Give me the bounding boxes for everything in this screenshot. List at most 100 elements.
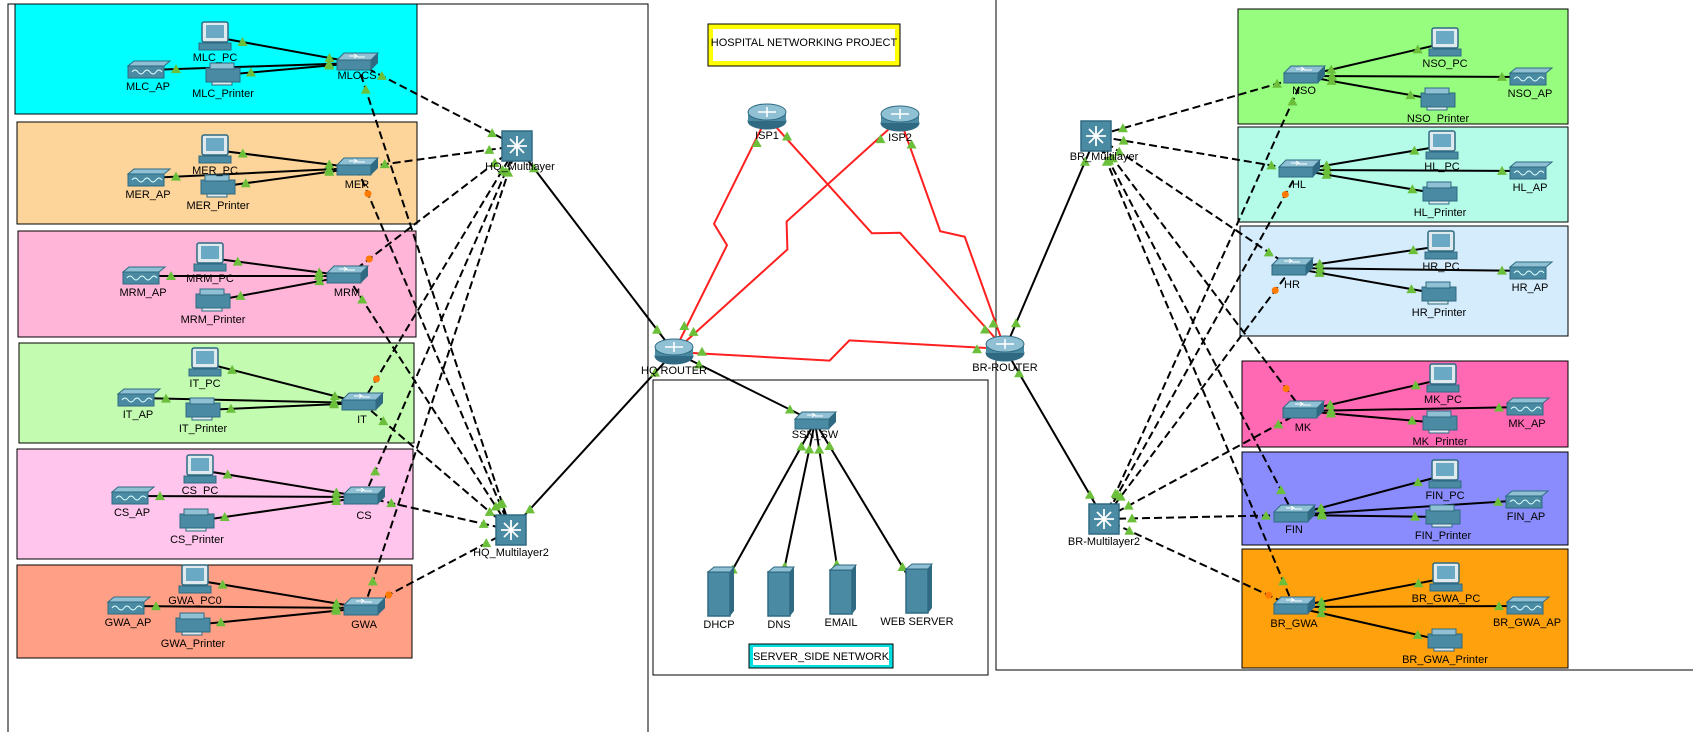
cs-ap-ap-icon[interactable]	[110, 486, 156, 505]
mlc-pr-printer-icon[interactable]	[205, 62, 241, 86]
mlc-sw-switch-icon[interactable]	[335, 52, 380, 71]
device-label: MER_AP	[125, 189, 170, 201]
link-status-indicator	[804, 444, 815, 454]
it-sw-switch-icon[interactable]	[340, 392, 385, 411]
it-pc-pc-icon[interactable]	[188, 347, 222, 377]
mk-pr-printer-icon[interactable]	[1422, 410, 1458, 434]
gwa-pr-printer-icon[interactable]	[175, 612, 211, 636]
hr-ap-ap-icon[interactable]	[1508, 261, 1554, 280]
link-status-indicator	[1265, 591, 1273, 599]
labels-layer: MLC_PCMLC_APMLC_PrinterMLOCSMER_PCMER_AP…	[105, 52, 1561, 666]
fin-ap-ap-icon[interactable]	[1504, 490, 1550, 509]
cs-sw-switch-icon[interactable]	[342, 486, 387, 505]
mlc-pc-pc-icon[interactable]	[198, 21, 232, 51]
mer-sw-switch-icon[interactable]	[335, 157, 380, 176]
link-nso-pr-nso-sw	[1303, 75, 1439, 101]
link-mk-pr-mk-sw	[1302, 410, 1441, 424]
device-label: HQ_Multilayer	[485, 161, 555, 173]
mrm-pr-printer-icon[interactable]	[195, 288, 231, 312]
link-cs-ap-cs-sw	[131, 495, 365, 498]
nso-pc-pc-icon[interactable]	[1428, 27, 1462, 57]
mk-ap-ap-icon[interactable]	[1505, 397, 1551, 416]
mer-pr-printer-icon[interactable]	[200, 174, 236, 198]
br-ml1-multilayer-icon[interactable]	[1080, 120, 1112, 152]
hl-pr-printer-icon[interactable]	[1422, 181, 1458, 205]
device-label: MRM_AP	[119, 287, 166, 299]
link-mk-ap-mk-sw	[1302, 406, 1528, 412]
fin-pc-pc-icon[interactable]	[1428, 459, 1462, 489]
link-status-indicator	[232, 256, 243, 266]
hq-r-router-icon[interactable]	[654, 338, 694, 365]
cs-pc-pc-icon[interactable]	[183, 454, 217, 484]
it-ap-ap-icon[interactable]	[116, 388, 162, 407]
hl-pc-pc-icon[interactable]	[1425, 130, 1459, 160]
fin-sw-switch-icon[interactable]	[1272, 504, 1317, 523]
mk-pc-pc-icon[interactable]	[1426, 363, 1460, 393]
link-status-indicator	[1084, 489, 1095, 499]
device-label: HQ_Multilayer2	[473, 547, 549, 559]
gwa-pc-pc-icon[interactable]	[178, 564, 212, 594]
nso-ap-ap-icon[interactable]	[1508, 67, 1554, 86]
isp2-router-icon[interactable]	[880, 105, 920, 132]
fin-pr-printer-icon[interactable]	[1425, 504, 1461, 528]
hr-pr-printer-icon[interactable]	[1421, 281, 1457, 305]
hr-sw-switch-icon[interactable]	[1270, 257, 1315, 276]
link-status-indicator	[245, 67, 256, 77]
br-ml2-multilayer-icon[interactable]	[1088, 503, 1120, 535]
device-label: BR-Multilayer2	[1068, 536, 1140, 548]
device-label: MRM_Printer	[181, 314, 246, 326]
it-pr-printer-icon[interactable]	[185, 397, 221, 421]
link-hr-sw-br-ml1	[1095, 135, 1293, 269]
brgwa-ap-ap-icon[interactable]	[1505, 596, 1551, 615]
br-r-router-icon[interactable]	[985, 335, 1025, 362]
brgwa-pr-printer-icon[interactable]	[1427, 628, 1463, 652]
link-status-indicator	[170, 171, 181, 181]
devices-layer	[106, 21, 1554, 652]
mer-ap-ap-icon[interactable]	[126, 168, 172, 187]
device-label: IT	[357, 414, 367, 426]
link-status-indicator	[652, 324, 663, 334]
areas-layer	[7, 0, 1693, 732]
hl-ap-ap-icon[interactable]	[1508, 161, 1554, 180]
link-status-indicator	[1276, 485, 1287, 495]
mlc-ap-ap-icon[interactable]	[126, 60, 172, 79]
brgwa-pc-pc-icon[interactable]	[1429, 562, 1463, 592]
device-label: HL_PC	[1424, 161, 1460, 173]
ssn-sw-switch-icon[interactable]	[793, 411, 838, 430]
device-label: MER_Printer	[187, 200, 250, 212]
web-server-icon[interactable]	[904, 563, 934, 614]
cs-pr-printer-icon[interactable]	[179, 508, 215, 532]
dns-server-icon[interactable]	[766, 566, 796, 617]
server-note-body	[753, 647, 889, 665]
mrm-pc-pc-icon[interactable]	[193, 242, 227, 272]
link-brgwa-sw-br-ml2	[1103, 518, 1295, 608]
link-status-indicator	[1117, 123, 1128, 133]
gwa-ap-ap-icon[interactable]	[106, 596, 152, 615]
email-server-icon[interactable]	[828, 564, 858, 615]
mer-pc-pc-icon[interactable]	[198, 134, 232, 164]
nso-pr-printer-icon[interactable]	[1420, 87, 1456, 111]
hq-ml1-multilayer-icon[interactable]	[501, 130, 533, 162]
link-hl-sw-br-ml2	[1103, 169, 1300, 520]
device-label: WEB SERVER	[880, 616, 953, 628]
mrm-ap-ap-icon[interactable]	[121, 266, 167, 285]
device-label: HR_Printer	[1412, 307, 1467, 319]
link-status-indicator	[331, 598, 342, 608]
mrm-sw-switch-icon[interactable]	[325, 265, 370, 284]
link-mer-ap-mer-sw	[147, 167, 358, 179]
hq-ml2-multilayer-icon[interactable]	[495, 514, 527, 546]
gwa-sw-switch-icon[interactable]	[342, 597, 387, 616]
link-status-indicator	[331, 487, 342, 497]
hr-pc-pc-icon[interactable]	[1424, 230, 1458, 260]
link-status-indicator	[1316, 596, 1327, 606]
mk-sw-switch-icon[interactable]	[1281, 400, 1326, 419]
brgwa-sw-switch-icon[interactable]	[1272, 596, 1317, 615]
nso-sw-switch-icon[interactable]	[1282, 65, 1327, 84]
link-it-sw-hq-ml2	[361, 402, 512, 531]
link-status-indicator	[1273, 419, 1284, 429]
isp1-router-icon[interactable]	[747, 103, 787, 130]
dhcp-server-icon[interactable]	[706, 566, 736, 617]
link-mk-sw-br-ml2	[1103, 410, 1304, 520]
link-hq-r-isp2	[673, 118, 901, 353]
hl-sw-switch-icon[interactable]	[1277, 159, 1322, 178]
